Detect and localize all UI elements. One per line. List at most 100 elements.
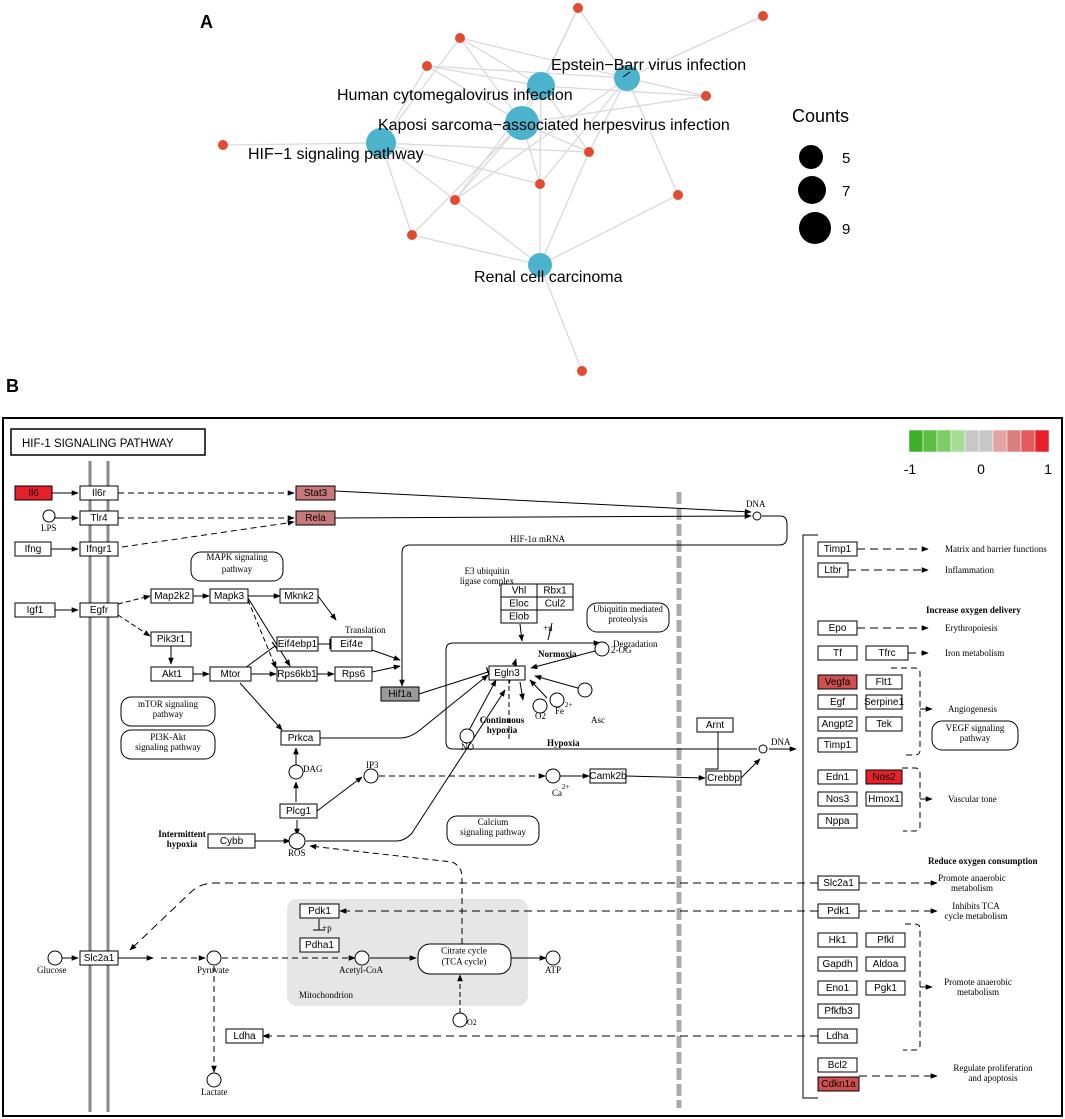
network-edge <box>539 77 628 185</box>
gene-label-nos3: Nos3 <box>826 794 850 805</box>
pathway-label-kshv: Kaposi sarcoma−associated herpesvirus in… <box>378 117 730 134</box>
gene-label-pfkl: Pfkl <box>877 935 894 946</box>
gene-box-fill <box>817 1057 858 1073</box>
mitochondrion-region <box>287 899 528 1006</box>
gene-label-gapdh: Gapdh <box>822 959 852 970</box>
gene-box-timp1: Timp1 <box>817 737 858 753</box>
gene-box-fill <box>817 903 860 919</box>
gene-label-cul2: Cul2 <box>545 599 566 610</box>
legend-circle-7 <box>798 176 826 204</box>
gene-label-pgk1: Pgk1 <box>874 983 897 994</box>
gene-box-nppa: Nppa <box>817 813 858 829</box>
label-2og: 2-OG <box>611 645 632 655</box>
gene-box-fill <box>865 645 909 661</box>
gene-label-timp1: Timp1 <box>824 740 852 751</box>
network-edge <box>626 15 764 79</box>
label-mitochondrion: Mitochondrion <box>299 990 353 1000</box>
gene-node <box>407 230 417 240</box>
network-edge <box>626 77 707 97</box>
label-o2: O2 <box>535 711 546 721</box>
network-edge <box>539 264 583 372</box>
gene-label-vegfa: Vegfa <box>825 677 851 688</box>
gene-label-cdkn1a: Cdkn1a <box>821 1079 856 1090</box>
gene-label-pfkfb3: Pfkfb3 <box>824 1006 853 1017</box>
label-ros: ROS <box>288 848 306 858</box>
gene-box-fill <box>334 666 373 682</box>
network-edge <box>459 37 542 87</box>
label-atp: ATP <box>545 965 561 975</box>
gene-label-ifng: Ifng <box>25 544 42 555</box>
gene-label-plcg1: Plcg1 <box>286 806 311 817</box>
gene-box-fill <box>14 602 56 618</box>
legend-title: Counts <box>792 106 849 126</box>
gene-box-fill <box>209 666 252 682</box>
target-bracket <box>802 534 818 1099</box>
gene-label-aldoa: Aldoa <box>873 959 899 970</box>
gene-label-eloc: Eloc <box>509 599 528 610</box>
label-acetyl-coa: Acetyl-CoA <box>339 965 383 975</box>
gene-box-il6r: Il6r <box>79 485 119 501</box>
gene-box-fill <box>865 932 906 948</box>
label-normoxia: Normoxia <box>538 649 577 659</box>
gene-label-flt1: Flt1 <box>876 677 893 688</box>
gene-box-pdk1: Pdk1 <box>817 903 860 919</box>
pathway-text-labels: LPS DNA DNA HIF-1α mRNA Translation +u D… <box>37 499 1047 1097</box>
gene-box-fill <box>225 1028 264 1044</box>
label-reduce-o2: Reduce oxygen consumption <box>928 856 1038 866</box>
gene-box-map2k2: Map2k2 <box>150 588 194 604</box>
network-edge <box>222 142 382 146</box>
gene-box-fill <box>299 937 340 953</box>
network-edge <box>411 122 523 236</box>
gene-box-fill <box>79 541 119 557</box>
gene-label-map2k2: Map2k2 <box>154 591 190 602</box>
label-o2-b: O2 <box>467 1018 477 1027</box>
gene-label-rps6kb1: Rps6kb1 <box>277 669 317 680</box>
gene-box-fill <box>589 768 627 784</box>
gene-box-fill <box>865 956 906 972</box>
gene-box-rps6: Rps6 <box>334 666 373 682</box>
gene-box-fill <box>209 588 249 604</box>
gene-box-fill <box>14 541 52 557</box>
gene-box-epo: Epo <box>817 620 858 636</box>
label-inflammation: Inflammation <box>945 565 994 575</box>
gene-label-crebbp: Crebbp <box>707 773 740 784</box>
gene-label-edn1: Edn1 <box>826 772 850 783</box>
gene-box-fill <box>865 791 903 807</box>
legend-circle-9 <box>799 212 831 244</box>
gene-box-egln3: Egln3 <box>488 665 526 681</box>
label-matrix: Matrix and barrier functions <box>945 544 1047 554</box>
network-edge <box>459 37 628 79</box>
gene-box-fill <box>865 980 906 996</box>
pathway-link-boxes <box>120 551 1019 975</box>
gene-box-hmox1: Hmox1 <box>865 791 903 807</box>
gene-box-tf: Tf <box>817 645 858 661</box>
gene-box-nos2: Nos2 <box>865 769 903 785</box>
gene-label-eno1: Eno1 <box>826 983 850 994</box>
gene-box-pfkfb3: Pfkfb3 <box>817 1003 860 1019</box>
hub-node-hif1 <box>366 128 396 158</box>
pathway-label-ebv: Epstein−Barr virus infection <box>551 57 746 74</box>
gene-box-fill <box>488 665 526 681</box>
gene-label-ldha: Ldha <box>826 1031 849 1042</box>
gene-box-hif1a: Hif1a <box>380 686 420 702</box>
label-fe: Fe <box>555 706 564 716</box>
gene-box-nos3: Nos3 <box>817 791 858 807</box>
label-ca: Ca <box>552 788 562 798</box>
gene-box-ifng: Ifng <box>14 541 52 557</box>
gene-box-camk2b: Camk2b <box>589 768 627 784</box>
label-ip3: IP3 <box>366 760 379 770</box>
gene-box-cul2: Cul2 <box>536 596 574 611</box>
network-edge <box>540 85 707 97</box>
pathway-title-box <box>10 428 206 456</box>
gene-node <box>535 179 545 189</box>
gene-box-pgk1: Pgk1 <box>865 980 906 996</box>
gene-box-tfrc: Tfrc <box>865 645 909 661</box>
label-fe-sup: 2+ <box>565 701 573 709</box>
label-pyruvate: Pyruvate <box>197 965 229 975</box>
network-edge <box>380 142 456 201</box>
